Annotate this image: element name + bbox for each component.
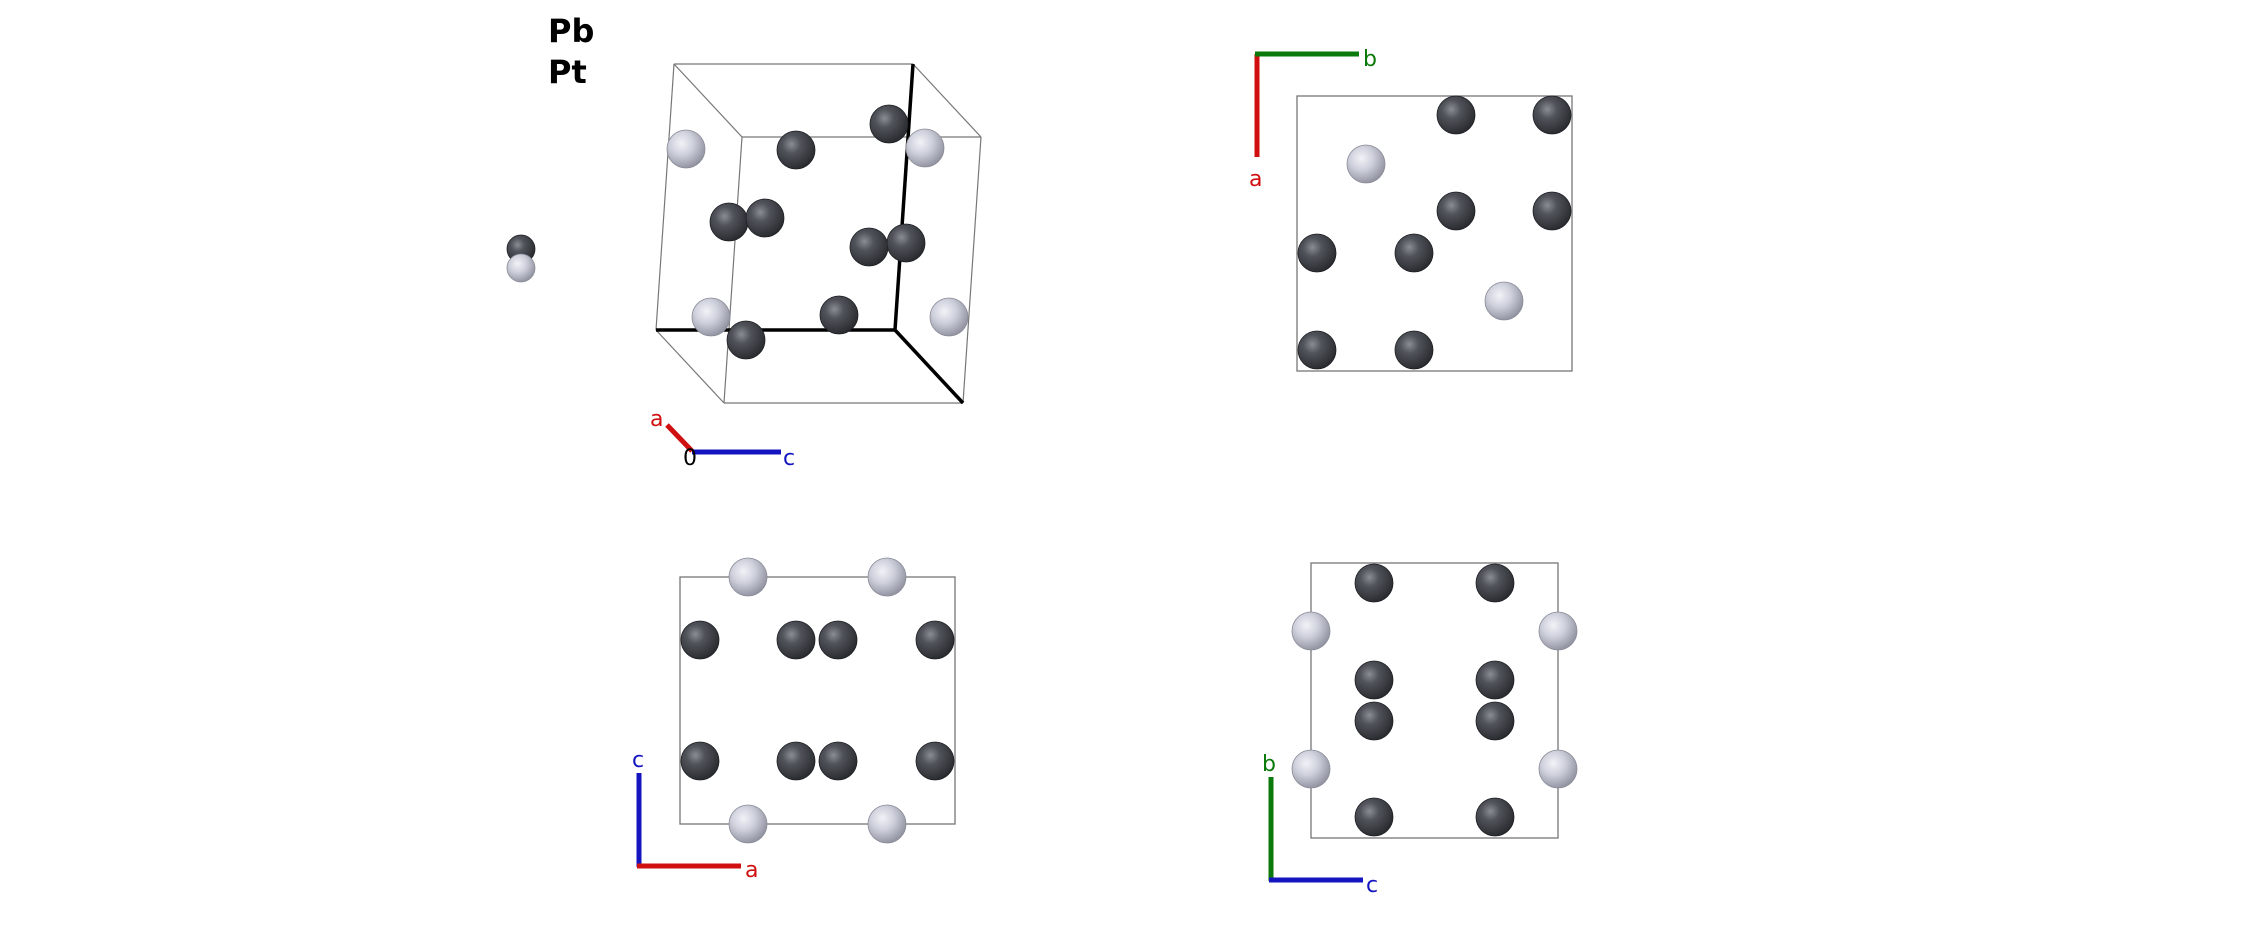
pt-atom <box>929 297 969 337</box>
cell-edge-bold <box>893 63 915 331</box>
axis-label-a: a <box>650 407 663 432</box>
pb-atom <box>776 130 816 170</box>
pt-atom <box>1538 611 1578 651</box>
pb-atom <box>818 741 858 781</box>
element-legend: Pb Pt <box>548 12 594 91</box>
pb-atom <box>1354 563 1394 603</box>
axis-label-b: b <box>1262 752 1276 777</box>
pt-atom <box>1291 749 1331 789</box>
axis-label-b: b <box>1363 47 1377 72</box>
pb-atom <box>680 620 720 660</box>
bc-projection-view: b c <box>1262 562 1578 898</box>
legend-label-pt: Pt <box>548 53 587 91</box>
axis-label-c: c <box>632 748 644 773</box>
axis-label-a: a <box>745 858 758 883</box>
cell-edge <box>673 63 743 138</box>
perspective-view: a 0 c <box>506 63 982 471</box>
atoms-group <box>1297 95 1572 370</box>
legend-label-pb: Pb <box>548 12 594 50</box>
pb-atom <box>726 320 766 360</box>
pb-atom <box>1532 191 1572 231</box>
axis-a-line <box>665 423 694 453</box>
pb-atom <box>886 223 926 263</box>
unit-cell-box <box>655 63 982 405</box>
pb-atom <box>819 295 859 335</box>
pb-atom <box>776 620 816 660</box>
axis-label-a: a <box>1249 167 1262 192</box>
atoms-group <box>506 104 969 360</box>
pt-atom <box>506 253 536 283</box>
pb-atom <box>869 104 909 144</box>
pb-atom <box>1354 701 1394 741</box>
pt-atom <box>691 297 731 337</box>
pt-atom <box>666 129 706 169</box>
cell-edge-bold <box>893 328 965 405</box>
atoms-group <box>680 557 955 844</box>
pt-atom <box>905 128 945 168</box>
pb-atom <box>1475 701 1515 741</box>
axis-label-c: c <box>783 446 795 471</box>
ac-projection-view: c a <box>632 557 956 883</box>
pt-atom <box>728 557 768 597</box>
pt-atom <box>1484 281 1524 321</box>
unit-cell-box <box>1296 95 1573 372</box>
pt-atom <box>1538 749 1578 789</box>
pt-atom <box>1346 144 1386 184</box>
pb-atom <box>745 198 785 238</box>
pb-atom <box>849 227 889 267</box>
axis-triad-ab: b a <box>1249 47 1377 192</box>
cell-edge <box>655 63 675 331</box>
cell-edge <box>962 136 982 404</box>
pb-atom <box>1354 797 1394 837</box>
pb-atom <box>1436 191 1476 231</box>
axis-triad-bc: b c <box>1262 752 1378 898</box>
axis-label-c: c <box>1366 873 1378 898</box>
pb-atom <box>818 620 858 660</box>
pt-atom <box>1291 611 1331 651</box>
pb-atom <box>1297 330 1337 370</box>
pb-atom <box>1394 233 1434 273</box>
atoms-group <box>1291 563 1578 837</box>
pb-atom <box>1475 660 1515 700</box>
pb-atom <box>1532 95 1572 135</box>
axis-triad-ac: c a <box>632 748 758 883</box>
pb-atom <box>1436 95 1476 135</box>
axis-origin-label: 0 <box>683 446 697 471</box>
cell-edge <box>655 329 725 404</box>
pb-atom <box>1297 233 1337 273</box>
pb-atom <box>1354 660 1394 700</box>
cell-edge <box>912 63 982 138</box>
ab-projection-view: b a <box>1249 47 1573 372</box>
pt-atom <box>728 804 768 844</box>
pt-atom <box>867 804 907 844</box>
unit-cell-box <box>679 576 956 825</box>
axis-triad-perspective: a 0 c <box>650 407 795 471</box>
pb-atom <box>915 620 955 660</box>
pb-atom <box>709 202 749 242</box>
pt-atom <box>867 557 907 597</box>
pb-atom <box>680 741 720 781</box>
pb-atom <box>915 741 955 781</box>
pb-atom <box>1394 330 1434 370</box>
unit-cell-box <box>1310 562 1559 839</box>
pb-atom <box>1475 797 1515 837</box>
pb-atom <box>1475 563 1515 603</box>
pb-atom <box>776 741 816 781</box>
cell-edge <box>723 136 743 404</box>
